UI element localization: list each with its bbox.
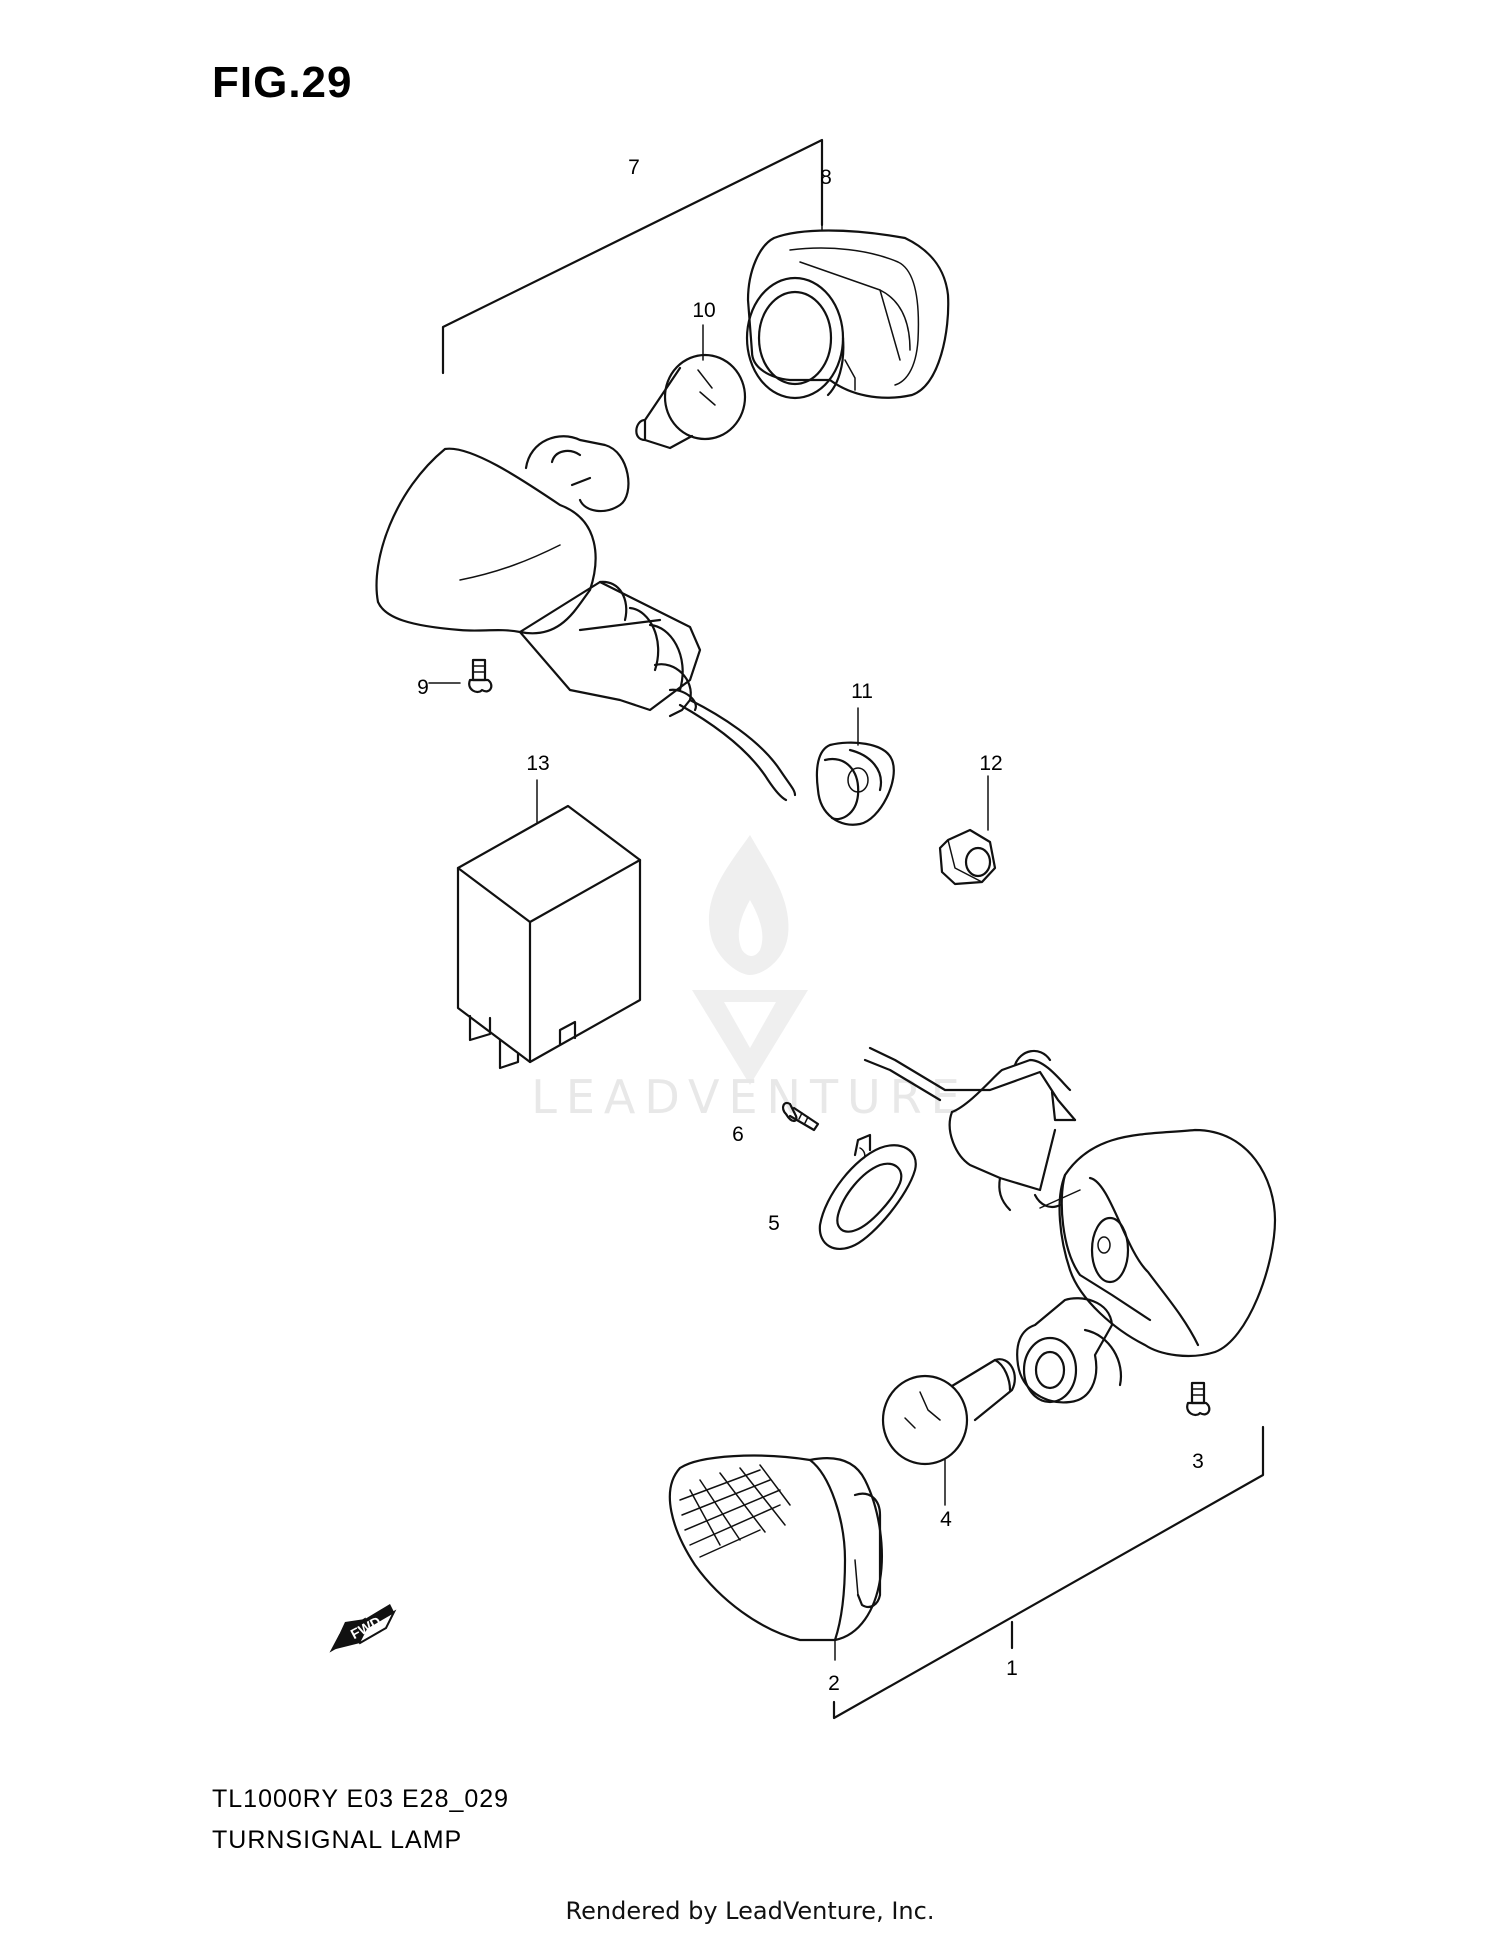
- callout-13: 13: [526, 752, 550, 775]
- callout-9: 9: [417, 676, 429, 699]
- callout-10: 10: [692, 299, 716, 322]
- watermark: LEADVENTURE: [531, 835, 969, 1124]
- nut: [938, 828, 997, 886]
- relay: [456, 804, 642, 1070]
- lens-grid-lines: [679, 1464, 791, 1558]
- bulb-lower: [881, 1358, 1016, 1506]
- callout-1: 1: [1006, 1657, 1018, 1680]
- callout-4: 4: [940, 1508, 952, 1531]
- lens-upper: [745, 229, 950, 400]
- assembly-bracket-lower: [832, 1425, 1265, 1720]
- footer-credit: Rendered by LeadVenture, Inc.: [565, 1897, 935, 1925]
- callout-6: 6: [732, 1123, 744, 1146]
- housing-lower: [863, 1046, 1277, 1404]
- bulb-upper: [635, 353, 747, 450]
- screw-6: [781, 1101, 820, 1132]
- callout-7: 7: [628, 156, 640, 179]
- callout-3: 3: [1192, 1450, 1204, 1473]
- lens-lower: [668, 1454, 883, 1661]
- callout-11: 11: [851, 680, 873, 703]
- callout-5: 5: [768, 1212, 780, 1235]
- grommet: [815, 741, 895, 826]
- callout-12: 12: [979, 752, 1003, 775]
- leader-lines: [536, 189, 989, 831]
- gasket: [818, 1133, 917, 1251]
- watermark-text: LEADVENTURE: [531, 1070, 969, 1124]
- screw-upper: [428, 658, 493, 694]
- housing-upper: [375, 435, 797, 802]
- screw-lower: [1186, 1381, 1211, 1417]
- figure-title: FIG.29: [212, 58, 353, 107]
- callout-2: 2: [828, 1672, 840, 1695]
- model-code: TL1000RY E03 E28_029: [212, 1785, 510, 1813]
- callout-8: 8: [820, 166, 832, 189]
- figure-name: TURNSIGNAL LAMP: [212, 1826, 463, 1854]
- forward-arrow-icon: FWD: [329, 1604, 397, 1653]
